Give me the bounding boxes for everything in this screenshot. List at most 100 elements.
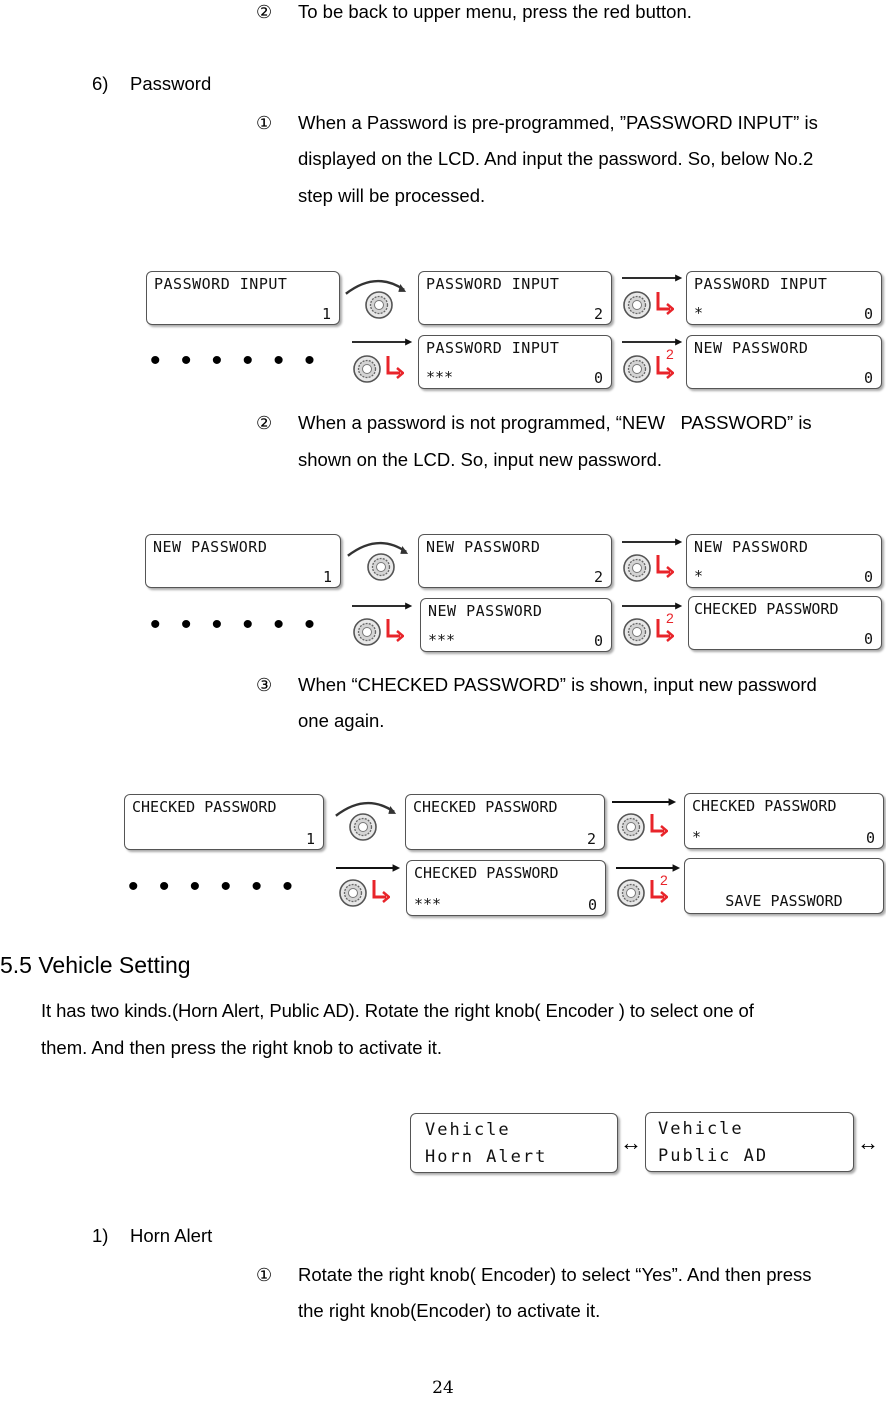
lcd-digit: 0 (593, 369, 603, 387)
lcd-digit: 1 (305, 830, 315, 848)
knob-icon (616, 878, 646, 908)
lcd-screen: Vehicle Horn Alert (410, 1113, 618, 1173)
return-arrow-icon (648, 812, 668, 838)
lcd-line: * (694, 567, 704, 585)
list-number: 1) (92, 1225, 109, 1246)
continuation-dots: • • • • • • (150, 608, 321, 641)
section-heading: 5.5 Vehicle Setting (0, 952, 191, 978)
lcd-screen: NEW PASSWORD 1 (145, 534, 341, 588)
lcd-screen: PASSWORD INPUT * 0 (686, 271, 882, 325)
knob-icon (622, 617, 652, 647)
toggle-arrow-icon: ↔ (857, 1130, 879, 1155)
continuation-dots: • • • • • • (150, 344, 321, 377)
right-arrow-icon (336, 862, 402, 874)
lcd-line: PASSWORD INPUT (154, 275, 288, 293)
lcd-line: CHECKED PASSWORD (694, 600, 839, 618)
lcd-screen: CHECKED PASSWORD 0 (688, 596, 882, 650)
lcd-digit: 2 (586, 830, 596, 848)
lcd-line: NEW PASSWORD (426, 538, 541, 556)
paragraph-line: When “CHECKED PASSWORD” is shown, input … (298, 674, 817, 695)
knob-icon (352, 617, 382, 647)
lcd-digit: 1 (321, 305, 331, 323)
paragraph-line: shown on the LCD. So, input new password… (298, 449, 663, 470)
return-arrow-icon (384, 617, 404, 643)
lcd-line: NEW PASSWORD (428, 602, 543, 620)
lcd-line: Public AD (658, 1146, 769, 1166)
right-arrow-icon (616, 862, 682, 874)
right-arrow-icon (622, 272, 684, 284)
lcd-line: NEW PASSWORD (694, 339, 809, 357)
paragraph-line: step will be processed. (298, 185, 486, 206)
item-marker: ② (256, 413, 273, 433)
knob-icon (348, 812, 378, 842)
item-marker: ① (256, 113, 273, 133)
lcd-line: NEW PASSWORD (153, 538, 268, 556)
lcd-screen: CHECKED PASSWORD 1 (124, 794, 324, 850)
lcd-line: *** (414, 895, 442, 913)
lcd-digit: 0 (863, 568, 873, 586)
lcd-digit: 0 (863, 305, 873, 323)
lcd-line: *** (428, 631, 456, 649)
return-arrow-icon (384, 354, 404, 380)
lcd-digit: 0 (863, 369, 873, 387)
right-arrow-icon (352, 600, 414, 612)
knob-icon (622, 290, 652, 320)
lcd-digit: 0 (593, 632, 603, 650)
lcd-line: *** (426, 368, 454, 386)
paragraph-line: displayed on the LCD. And input the pass… (298, 148, 814, 169)
press-count: 2 (666, 610, 674, 626)
paragraph-line: one again. (298, 710, 385, 731)
lcd-line: PASSWORD INPUT (694, 275, 828, 293)
lcd-digit: 0 (865, 829, 875, 847)
lcd-screen: NEW PASSWORD 0 (686, 335, 882, 389)
paragraph-line: It has two kinds.(Horn Alert, Public AD)… (41, 1000, 754, 1021)
lcd-line: CHECKED PASSWORD (692, 797, 837, 815)
lcd-screen: NEW PASSWORD 2 (418, 534, 612, 588)
lcd-screen: CHECKED PASSWORD * 0 (684, 793, 884, 849)
right-arrow-icon (622, 600, 684, 612)
lcd-line: Vehicle (658, 1119, 744, 1139)
knob-icon (622, 553, 652, 583)
page-number: 24 (432, 1378, 454, 1398)
toggle-arrow-icon: ↔ (620, 1130, 642, 1155)
knob-icon (352, 354, 382, 384)
knob-icon (364, 290, 394, 320)
lcd-digit: 2 (593, 568, 603, 586)
return-arrow-icon (370, 878, 390, 904)
right-arrow-icon (622, 536, 684, 548)
return-arrow-icon (654, 290, 674, 316)
lcd-digit: 1 (322, 568, 332, 586)
instruction-text: To be back to upper menu, press the red … (298, 1, 692, 22)
paragraph-line: them. And then press the right knob to a… (41, 1037, 443, 1058)
press-count: 2 (660, 872, 668, 888)
lcd-line: CHECKED PASSWORD (413, 798, 558, 816)
return-arrow-icon (654, 553, 674, 579)
lcd-line: Horn Alert (425, 1147, 548, 1167)
lcd-screen: Vehicle Public AD (645, 1112, 854, 1172)
lcd-line: PASSWORD INPUT (426, 339, 560, 357)
item-marker: ③ (256, 675, 273, 695)
lcd-line: PASSWORD INPUT (426, 275, 560, 293)
knob-icon (622, 354, 652, 384)
subsection-heading: Horn Alert (130, 1225, 213, 1246)
right-arrow-icon (352, 336, 414, 348)
paragraph-line: When a Password is pre-programmed, ”PASS… (298, 112, 818, 133)
lcd-digit: 2 (593, 305, 603, 323)
subsection-heading: Password (130, 73, 212, 94)
continuation-dots: • • • • • • (128, 870, 299, 903)
lcd-digit: 0 (863, 630, 873, 648)
right-arrow-icon (612, 796, 678, 808)
paragraph-line: When a password is not programmed, “NEW … (298, 412, 812, 433)
lcd-line: * (694, 304, 704, 322)
press-count: 2 (666, 346, 674, 362)
lcd-screen: PASSWORD INPUT 1 (146, 271, 340, 325)
lcd-screen: PASSWORD INPUT *** 0 (418, 335, 612, 389)
lcd-line: CHECKED PASSWORD (414, 864, 559, 882)
knob-icon (616, 812, 646, 842)
lcd-screen: NEW PASSWORD *** 0 (420, 598, 612, 652)
paragraph-line: the right knob(Encoder) to activate it. (298, 1300, 601, 1321)
lcd-screen: CHECKED PASSWORD *** 0 (406, 860, 606, 916)
lcd-screen: NEW PASSWORD * 0 (686, 534, 882, 588)
lcd-line: CHECKED PASSWORD (132, 798, 277, 816)
lcd-digit: 0 (587, 896, 597, 914)
